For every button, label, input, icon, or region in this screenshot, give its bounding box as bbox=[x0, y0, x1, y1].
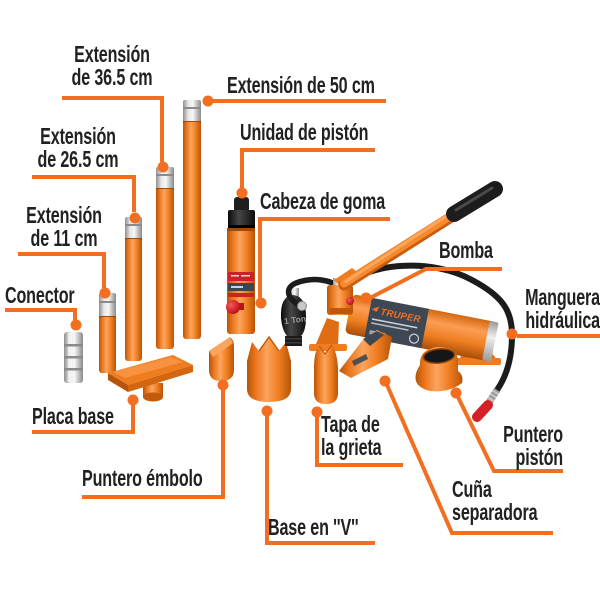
placa-base-part bbox=[108, 355, 193, 402]
leader-extension-36-5 bbox=[62, 96, 164, 162]
extension-50cm-part bbox=[183, 100, 201, 339]
label-extension-11: Extensión de 11 cm bbox=[26, 202, 102, 252]
dot-cabeza-goma bbox=[255, 297, 267, 309]
label-puntero-embolo: Puntero émbolo bbox=[82, 465, 203, 491]
label-cuna-separadora: Cuña separadora bbox=[452, 476, 538, 526]
leader-puntero-embolo bbox=[82, 390, 225, 499]
conector-part bbox=[64, 332, 83, 383]
leader-placa-base bbox=[32, 405, 135, 434]
label-puntero-piston: Puntero pistón bbox=[503, 421, 563, 471]
label-bomba: Bomba bbox=[439, 237, 493, 263]
leader-base-en-v bbox=[265, 416, 375, 545]
label-manguera: Manguera hidráulica bbox=[525, 284, 600, 334]
dot-puntero-piston bbox=[450, 387, 462, 399]
label-extension-36-5: Extensión de 36.5 cm bbox=[71, 41, 153, 91]
label-cabeza-goma: Cabeza de goma bbox=[260, 188, 386, 214]
dot-cuna-separadora bbox=[379, 375, 391, 387]
label-unidad-piston: Unidad de pistón bbox=[240, 119, 369, 145]
extension-36-5cm-part bbox=[156, 167, 174, 349]
label-placa-base: Placa base bbox=[32, 403, 114, 429]
leader-tapa-grieta bbox=[315, 417, 403, 467]
leader-conector bbox=[5, 308, 77, 320]
dot-conector bbox=[70, 319, 82, 331]
leader-bomba bbox=[367, 267, 502, 301]
dot-extension-50 bbox=[202, 95, 214, 107]
label-base-en-v: Base en ''V'' bbox=[268, 514, 359, 540]
leader-lines bbox=[5, 96, 600, 545]
leader-extension-26-5 bbox=[32, 175, 136, 212]
dot-unidad-piston bbox=[236, 187, 248, 199]
manguera-hidraulica-part bbox=[339, 262, 516, 422]
dot-bomba bbox=[360, 292, 372, 304]
label-tapa-grieta: Tapa de la grieta bbox=[321, 411, 382, 461]
leader-cuna-separadora bbox=[385, 384, 553, 535]
label-conector: Conector bbox=[5, 282, 75, 308]
dot-base-en-v bbox=[261, 405, 273, 417]
dot-extension-36-5 bbox=[157, 161, 169, 173]
leader-dots bbox=[70, 95, 518, 418]
cabeza-de-goma-part: 1 Ton bbox=[280, 288, 307, 346]
leader-unidad-piston bbox=[240, 148, 375, 188]
tapa-de-la-grieta-part bbox=[314, 344, 338, 404]
dot-manguera bbox=[506, 328, 518, 340]
dot-extension-26-5 bbox=[129, 212, 141, 224]
dot-placa-base bbox=[127, 394, 139, 406]
label-extension-26-5: Extensión de 26.5 cm bbox=[37, 123, 119, 173]
cuna-separadora-part bbox=[339, 330, 392, 378]
bomba-part: TRUPER bbox=[285, 181, 516, 422]
puntero-embolo-part bbox=[209, 337, 234, 381]
leader-cabeza-goma bbox=[258, 217, 390, 298]
pump-handle bbox=[338, 181, 503, 291]
rubber-head-marking: 1 Ton bbox=[283, 313, 306, 326]
leader-puntero-piston bbox=[456, 396, 563, 473]
leader-extension-11 bbox=[18, 252, 106, 288]
extension-11cm-part bbox=[99, 293, 116, 373]
unidad-piston-part bbox=[226, 197, 255, 334]
base-en-v-part bbox=[247, 335, 291, 402]
puntero-piston-part bbox=[415, 347, 463, 392]
dot-extension-11 bbox=[99, 287, 111, 299]
label-extension-50: Extensión de 50 cm bbox=[227, 72, 375, 98]
dot-tapa-grieta bbox=[311, 406, 323, 418]
dot-puntero-embolo bbox=[217, 379, 229, 391]
